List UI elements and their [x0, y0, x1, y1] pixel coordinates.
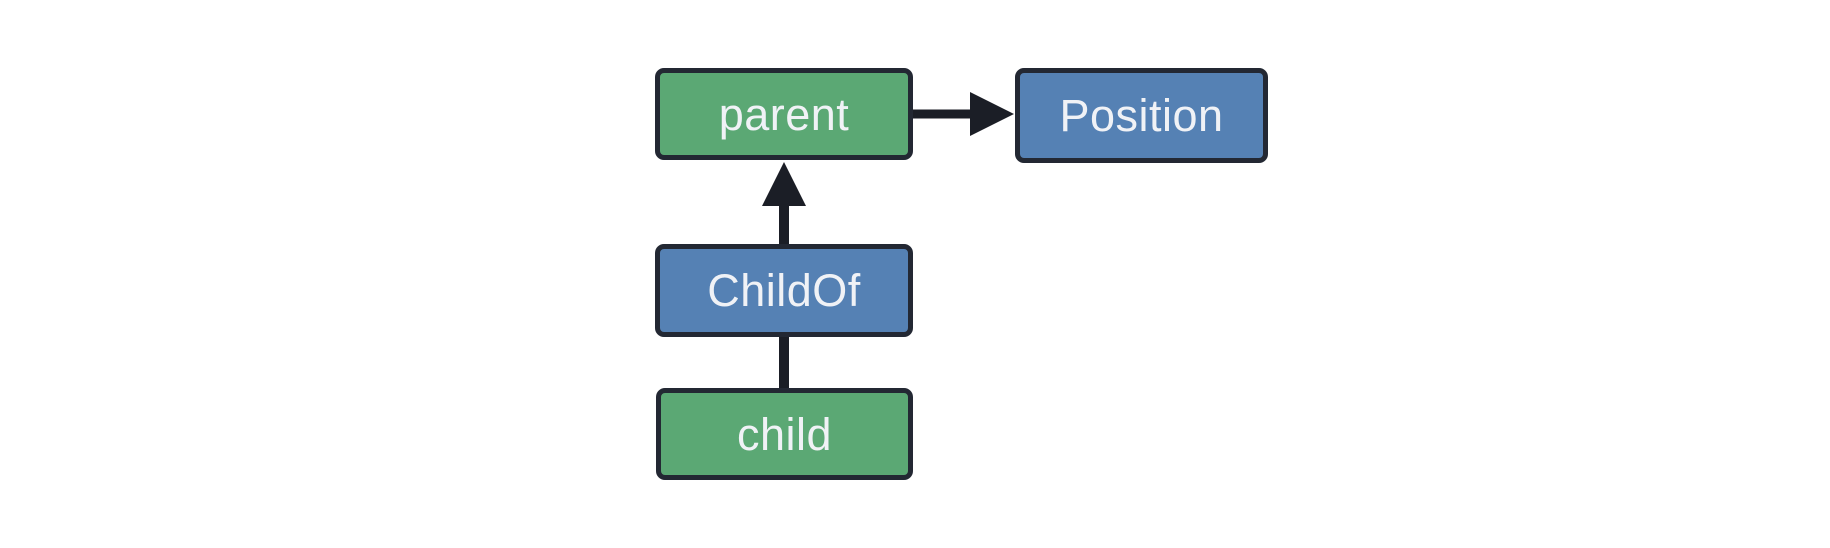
- node-parent: parent: [655, 68, 913, 160]
- arrowhead-right-icon: [970, 92, 1014, 136]
- node-childof-label: ChildOf: [707, 265, 861, 316]
- edge-childof-to-parent: [762, 162, 806, 246]
- edge-parent-to-position: [911, 92, 1014, 136]
- node-position-label: Position: [1059, 90, 1224, 141]
- node-child-label: child: [736, 408, 833, 460]
- arrowhead-up-icon: [762, 162, 806, 206]
- node-child: child: [656, 388, 913, 480]
- node-childof: ChildOf: [655, 244, 913, 337]
- node-position: Position: [1015, 68, 1268, 163]
- node-parent-label: parent: [718, 88, 850, 140]
